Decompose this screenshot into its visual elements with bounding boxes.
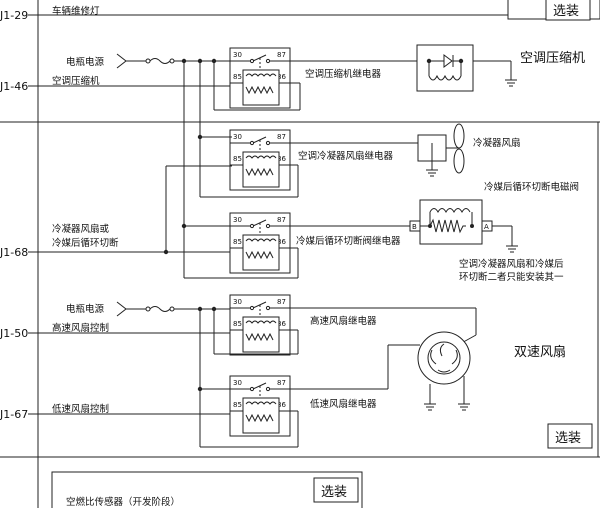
low-speed-relay-label: 低速风扇继电器 <box>310 398 377 410</box>
pin-j1-29: J1-29 <box>0 9 28 22</box>
pin-j1-46: J1-46 <box>0 80 28 93</box>
refrigerant-cutoff-relay <box>229 212 291 274</box>
ac-compressor-signal-label: 空调压缩机 <box>52 75 100 87</box>
refrigerant-relay-label: 冷媒后循环切断阀继电器 <box>296 235 401 247</box>
optional-label-1: 选装 <box>553 4 579 19</box>
note-label-2: 环切断二者只能安装其一 <box>459 271 564 283</box>
high-speed-relay <box>229 294 291 356</box>
ac-compressor-relay-label: 空调压缩机继电器 <box>305 68 382 80</box>
diode-icon <box>443 54 453 68</box>
coil-icon <box>429 208 471 214</box>
vehicle-light-label: 车辆维修灯 <box>52 5 100 17</box>
battery-power-label-2: 电瓶电源 <box>66 303 105 315</box>
ac-compressor-label: 空调压缩机 <box>520 50 585 66</box>
ground-icon <box>425 169 439 177</box>
ground-icon <box>504 79 518 87</box>
optional-label-3: 选装 <box>321 485 347 500</box>
ground-icon <box>423 403 437 411</box>
dual-speed-fan-label: 双速风扇 <box>514 344 566 360</box>
condenser-or-cutoff-label-2: 冷媒后循环切断 <box>52 237 119 249</box>
optional-label-2: 选装 <box>555 431 581 446</box>
condenser-fan-relay <box>229 129 291 191</box>
refrigerant-solenoid-label: 冷媒后循环切断电磁阀 <box>484 181 579 193</box>
ground-icon <box>457 403 471 411</box>
optional-badge-3 <box>313 477 359 503</box>
condenser-fan-label: 冷凝器风扇 <box>473 137 521 149</box>
motor-icon <box>417 331 471 385</box>
pin-j1-68: J1-68 <box>0 246 28 259</box>
afr-sensor-box <box>51 471 363 508</box>
svg-text:A: A <box>484 223 489 231</box>
ac-compressor-box <box>416 44 474 92</box>
optional-badge-2 <box>547 423 593 449</box>
connector-icon <box>116 53 127 69</box>
pin-j1-67: J1-67 <box>0 408 28 421</box>
fuse-icon <box>145 306 151 312</box>
svg-text:B: B <box>412 223 417 231</box>
pin-j1-50: J1-50 <box>0 327 28 340</box>
optional-badge-1 <box>545 0 591 21</box>
high-speed-relay-label: 高速风扇继电器 <box>310 315 377 327</box>
high-speed-control-label: 高速风扇控制 <box>52 322 109 334</box>
afr-sensor-label: 空燃比传感器（开发阶段） <box>66 496 180 508</box>
ac-compressor-relay <box>229 47 291 109</box>
low-speed-control-label: 低速风扇控制 <box>52 403 109 415</box>
condenser-fan-relay-label: 空调冷凝器风扇继电器 <box>298 150 394 162</box>
battery-power-label-1: 电瓶电源 <box>66 56 105 68</box>
coil-icon <box>428 74 462 81</box>
low-speed-relay <box>229 375 291 437</box>
note-label-1: 空调冷凝器风扇和冷媒后 <box>459 258 564 270</box>
ground-icon <box>505 245 519 253</box>
condenser-or-cutoff-label-1: 冷凝器风扇或 <box>52 223 110 235</box>
fuse-icon <box>145 58 151 64</box>
fan-icon <box>446 123 465 174</box>
